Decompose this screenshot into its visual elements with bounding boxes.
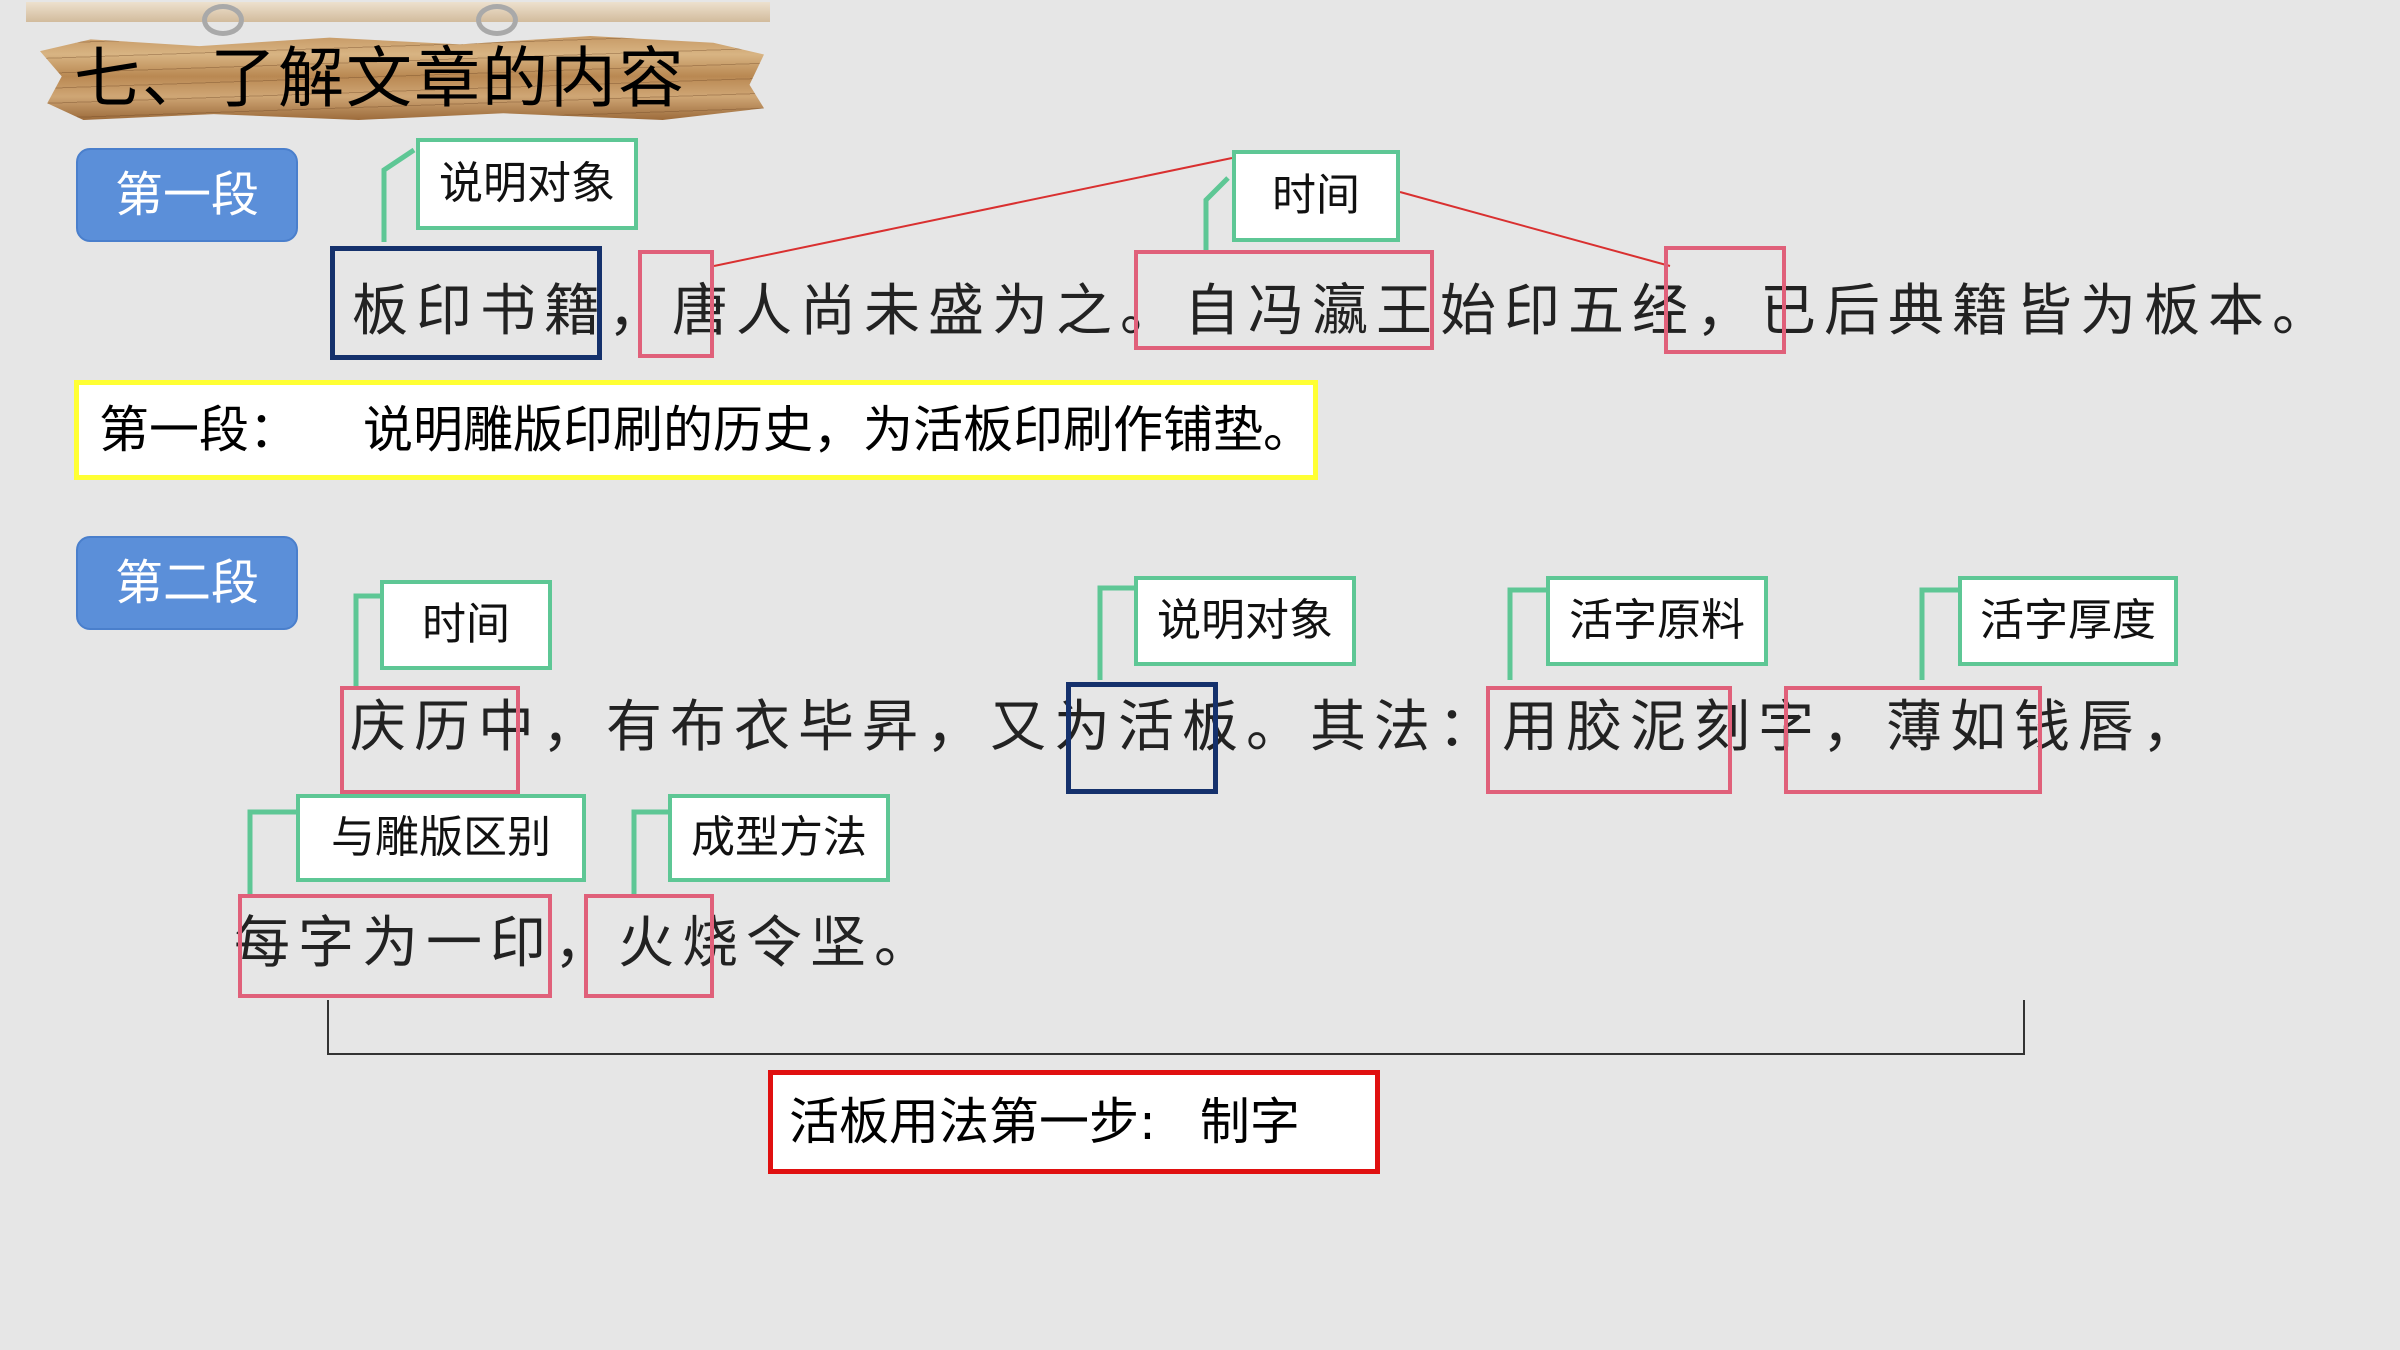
wood-plank (40, 36, 764, 120)
highlight-era-2 (340, 686, 520, 794)
highlight-object (330, 246, 602, 360)
highlight-era (638, 250, 714, 358)
time-connector-line (1399, 191, 1671, 267)
highlight-difference (238, 894, 552, 998)
label-bracket (1919, 587, 1958, 680)
wood-grain (40, 36, 764, 120)
highlight-after (1664, 246, 1786, 354)
label-difference: 与雕版区别 (296, 794, 586, 882)
highlight-thickness (1784, 686, 2042, 794)
highlight-method (584, 894, 714, 998)
highlight-material (1486, 686, 1732, 794)
summary-paragraph1: 第一段： 说明雕版印刷的历史，为活板印刷作铺垫。 (74, 380, 1318, 480)
label-bracket (1097, 585, 1134, 680)
label-object: 说明对象 (416, 138, 638, 230)
section-badge-2: 第二段 (76, 536, 298, 630)
label-material: 活字原料 (1546, 576, 1768, 666)
label-bracket (381, 147, 416, 242)
paragraph2-line2: 每字为一印，火烧令坚。 (234, 911, 938, 976)
label-bracket (631, 809, 668, 894)
label-time-2: 时间 (380, 580, 552, 670)
hanging-ring-icon (476, 4, 518, 36)
plank-top-board (26, 2, 770, 22)
title-banner: 七、了解文章的内容 (26, 0, 770, 128)
highlight-object-2 (1066, 682, 1218, 794)
summary-text: 说明雕版印刷的历史，为活板印刷作铺垫。 (363, 401, 1313, 459)
label-bracket (1507, 587, 1546, 680)
summary-prefix: 第一段： (99, 401, 299, 459)
highlight-start (1134, 250, 1434, 350)
paragraph1-text: 板印书籍，唐人尚未盛为之。自冯瀛王始印五经，已后典籍皆为板本。 (352, 279, 2336, 344)
label-bracket (353, 593, 380, 690)
summary-prefix-2: 活板用法第一步: (789, 1093, 1156, 1151)
label-method: 成型方法 (668, 794, 890, 882)
label-time: 时间 (1232, 150, 1400, 242)
summary-text-2: 制字 (1199, 1093, 1300, 1151)
hanging-ring-icon (202, 4, 244, 36)
paragraph2-line1: 庆历中，有布衣毕昇，又为活板。其法：用胶泥刻字，薄如钱唇， (350, 695, 2206, 760)
label-thickness: 活字厚度 (1958, 576, 2178, 666)
page-title: 七、了解文章的内容 (74, 40, 686, 117)
label-object-2: 说明对象 (1134, 576, 1356, 666)
label-bracket (1203, 176, 1230, 252)
section-badge-1: 第一段 (76, 148, 298, 242)
summary-paragraph2: 活板用法第一步: 制字 (768, 1070, 1380, 1174)
label-bracket (247, 809, 296, 894)
paragraph-brace (327, 1000, 2025, 1055)
